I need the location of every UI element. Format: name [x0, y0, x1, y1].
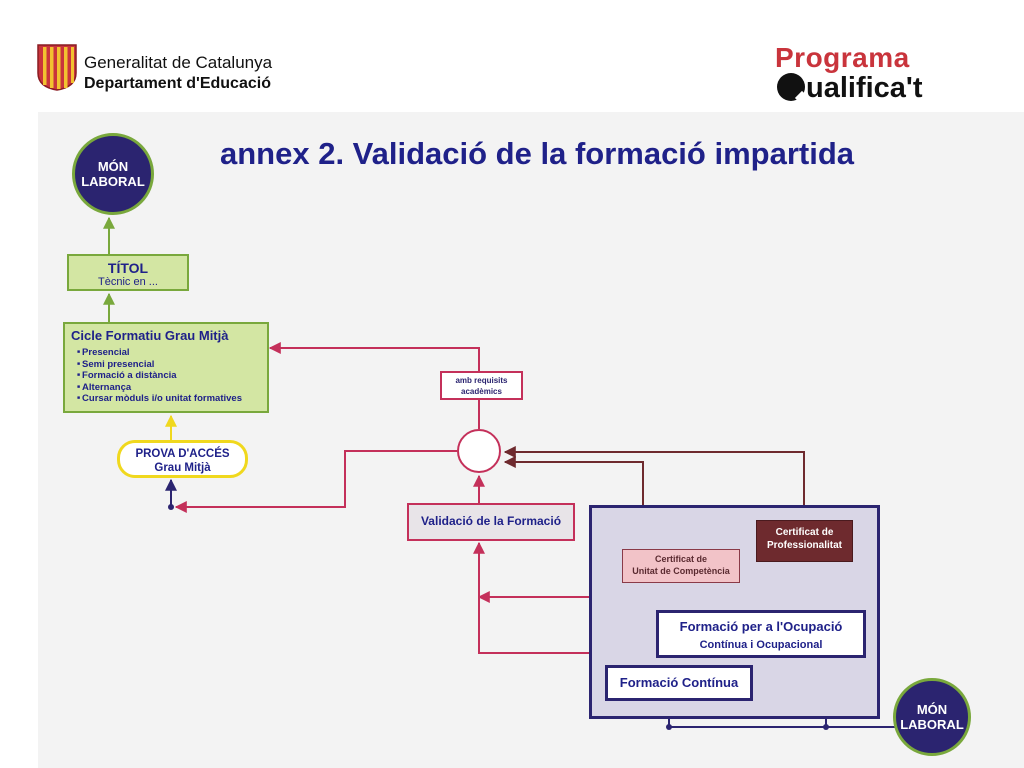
- prova-line1: PROVA D'ACCÉS: [135, 448, 230, 460]
- slide-title: annex 2. Validació de la formació impart…: [220, 136, 855, 171]
- titol-title: TÍTOL: [107, 260, 149, 276]
- mon-laboral-bottom-line2: LABORAL: [900, 717, 964, 732]
- program-logo: ualifica't: [777, 72, 922, 106]
- cicle-items: Presencial Semi presencial Formació a di…: [77, 347, 242, 405]
- mon-laboral-top-line2: LABORAL: [81, 174, 145, 189]
- cicle-title: Cicle Formatiu Grau Mitjà: [71, 328, 229, 343]
- program-logo-text: ualifica't: [806, 72, 923, 104]
- formacio-continua-box: Formació Contínua: [605, 665, 753, 701]
- cicle-item: Cursar mòduls i/o unitat formatives: [77, 393, 242, 405]
- cicle-item: Presencial: [77, 347, 242, 359]
- cert-professionalitat-line1: Certificat de: [775, 527, 834, 538]
- mon-laboral-top-line1: MÓN: [97, 159, 129, 174]
- cicle-item: Alternança: [77, 382, 242, 394]
- cicle-item: Semi presencial: [77, 359, 242, 371]
- cert-professionalitat-box: Certificat de Professionalitat: [756, 520, 853, 562]
- formacio-ocupacio-subtitle: Contínua i Ocupacional: [699, 639, 823, 651]
- formacio-ocupacio-box: Formació per a l'Ocupació Contínua i Ocu…: [656, 610, 866, 658]
- cert-competencia-line1: Certificat de: [654, 554, 707, 564]
- requisits-box: amb requisits acadèmics: [440, 371, 523, 400]
- requisits-line2: acadèmics: [461, 387, 502, 396]
- org-name: Generalitat de Catalunya: [84, 53, 273, 72]
- validacio-box: Validació de la Formació: [407, 503, 575, 541]
- cert-professionalitat-line2: Professionalitat: [766, 540, 843, 551]
- junction-circle: [457, 429, 501, 473]
- cicle-item: Formació a distància: [77, 370, 242, 382]
- cicle-formatiu-box: Cicle Formatiu Grau Mitjà Presencial Sem…: [63, 322, 269, 413]
- titol-box: TÍTOL Tècnic en ...: [67, 254, 189, 291]
- formacio-ocupacio-title: Formació per a l'Ocupació: [679, 619, 843, 634]
- generalitat-crest-icon: [37, 44, 77, 91]
- department-name: Departament d'Educació: [84, 75, 271, 92]
- prova-acces-box: PROVA D'ACCÉS Grau Mitjà: [117, 440, 248, 478]
- mon-laboral-top-node: MÓN LABORAL: [72, 133, 154, 215]
- program-label: Programa: [775, 42, 910, 73]
- titol-subtitle: Tècnic en ...: [98, 276, 158, 288]
- mon-laboral-bottom-line1: MÓN: [916, 702, 948, 717]
- requisits-line1: amb requisits: [455, 376, 508, 385]
- cert-competencia-box: Certificat de Unitat de Competència: [622, 549, 740, 583]
- prova-line2: Grau Mitjà: [154, 462, 211, 474]
- mon-laboral-bottom-node: MÓN LABORAL: [893, 678, 971, 756]
- cert-competencia-line2: Unitat de Competència: [632, 566, 730, 576]
- q-logo-icon: [777, 73, 805, 101]
